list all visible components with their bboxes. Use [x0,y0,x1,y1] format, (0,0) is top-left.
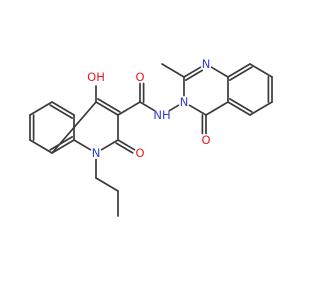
bond-c21-n23-second [184,69,204,81]
bond-c17-n19 [139,101,156,112]
bond-c25-c26 [249,63,273,78]
bond-c7-c8 [95,177,119,192]
bond-c13-c14-second [96,98,121,113]
molecule-structure-diagram: N O OH O NH N N O [29,57,273,217]
bond-c11-o12 [117,139,136,151]
atom-label-o16: OH [87,70,105,84]
bond-c6-c1 [29,139,53,154]
bond-c3-c4 [51,101,75,116]
atom-label-layer: N O OH O NH N N O [87,57,210,160]
bond-n10-c11 [100,139,119,151]
bond-c28-c29-second [228,98,253,113]
bond-c24-c25-second [228,66,253,81]
bond-c21-n23 [183,66,202,78]
bond-c21-c22 [161,63,185,78]
bond-c2-c3 [29,101,53,116]
bond-c11-o12-second [115,142,134,154]
bond-c3-c4-second [49,104,74,119]
bond-c13-c17 [117,101,141,116]
atom-label-o18: O [135,70,144,84]
bond-c27-c28 [249,101,273,116]
bond-layer [29,63,273,217]
bond-c28-c29 [227,101,251,116]
bond-n19-n20 [168,104,180,112]
atom-label-o31: O [201,133,210,147]
bond-c14-c6 [51,101,97,154]
bond-c5-c6 [51,139,75,154]
bond-c5-n10 [73,139,92,151]
atom-label-n10: N [92,146,101,160]
atom-label-o12: O [135,146,144,160]
bond-c30-n20 [188,104,207,116]
bond-c13-c14 [95,101,119,116]
bond-c24-c25 [227,63,251,78]
bond-n23-c24 [210,66,229,78]
atom-label-n20: N [180,95,189,109]
atom-label-n19: NH [153,108,170,122]
atom-label-n23: N [202,57,211,71]
bond-c29-c30 [205,101,229,116]
